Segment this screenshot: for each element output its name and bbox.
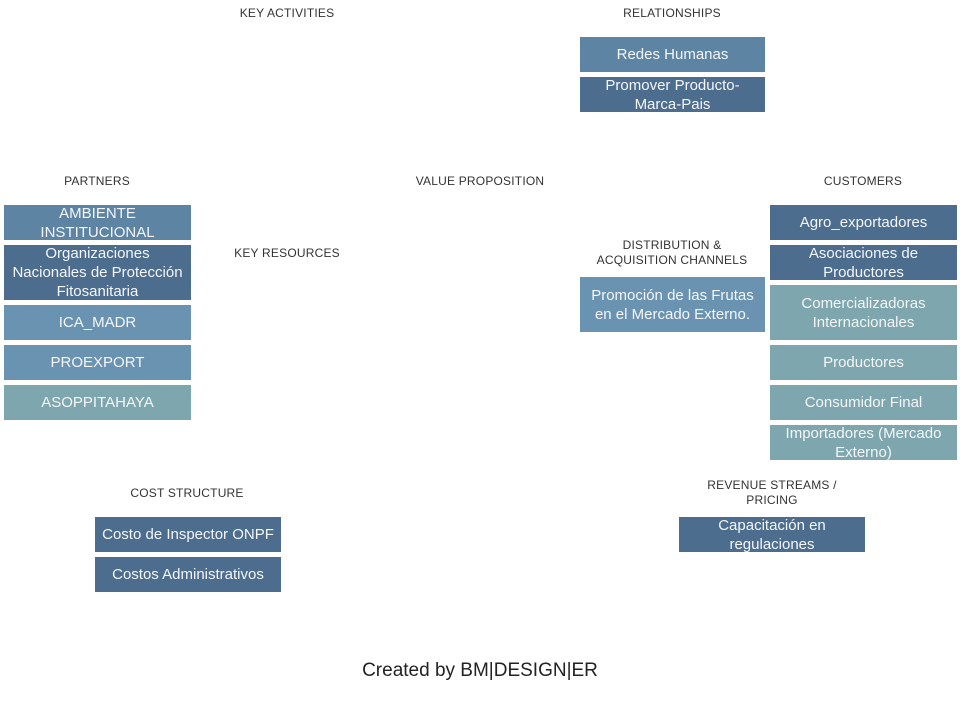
revenue-item: Capacitación en regulaciones (679, 517, 865, 552)
partner-item: ICA_MADR (4, 305, 191, 340)
key-resources-header: KEY RESOURCES (234, 246, 340, 260)
distribution-header: DISTRIBUTION & ACQUISITION CHANNELS (596, 238, 748, 267)
cost-item: Costos Administrativos (95, 557, 281, 592)
customer-item: Agro_exportadores (770, 205, 957, 240)
cost-structure-header: COST STRUCTURE (130, 486, 244, 500)
value-proposition-header: VALUE PROPOSITION (415, 174, 545, 188)
customer-item: Productores (770, 345, 957, 380)
customers-header: CUSTOMERS (823, 174, 903, 188)
customer-item: Importadores (Mercado Externo) (770, 425, 957, 460)
customer-item: Consumidor Final (770, 385, 957, 420)
cost-item: Costo de Inspector ONPF (95, 517, 281, 552)
channel-item: Promoción de las Frutas en el Mercado Ex… (580, 277, 765, 332)
key-activities-header: KEY ACTIVITIES (239, 6, 335, 20)
partners-header: PARTNERS (64, 174, 130, 188)
relationship-item: Redes Humanas (580, 37, 765, 72)
partner-item: AMBIENTE INSTITUCIONAL (4, 205, 191, 240)
customer-item: Asociaciones de Productores (770, 245, 957, 280)
customer-item: Comercializadoras Internacionales (770, 285, 957, 340)
relationship-item: Promover Producto-Marca-Pais (580, 77, 765, 112)
relationships-header: RELATIONSHIPS (623, 6, 721, 20)
partner-item: Organizaciones Nacionales de Protección … (4, 245, 191, 300)
partner-item: ASOPPITAHAYA (4, 385, 191, 420)
partner-item: PROEXPORT (4, 345, 191, 380)
revenue-streams-header: REVENUE STREAMS / PRICING (707, 478, 837, 507)
footer-credit: Created by BM|DESIGN|ER (362, 660, 598, 681)
